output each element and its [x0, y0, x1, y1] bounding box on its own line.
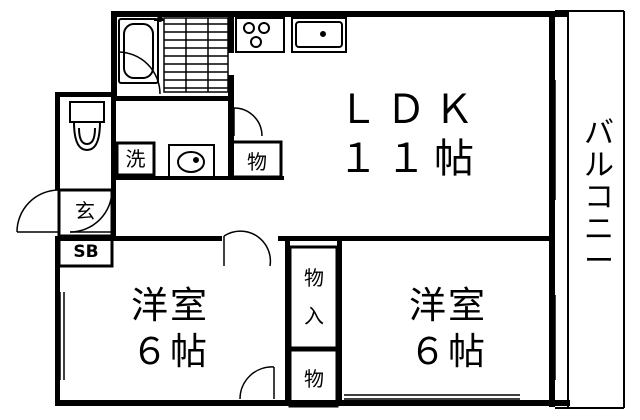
storage-top-label: 物: [247, 150, 267, 174]
ldk-label: ＬＤＫ: [338, 87, 482, 133]
door-swings: [16, 51, 275, 400]
western-room-right-label: 洋室: [409, 284, 487, 327]
ldk-size: １１帖: [338, 136, 482, 182]
shoebox-label: SB: [73, 242, 99, 262]
balcony-label: バ ル コ ニ ー: [584, 116, 614, 280]
western-room-left-size: ６帖: [131, 330, 209, 373]
bathtub: [118, 16, 164, 84]
entrance-label: 玄: [75, 199, 95, 223]
storage-bottom-label: 物: [304, 367, 324, 391]
balcony-rails: [555, 10, 625, 409]
western-room-right-size: ６帖: [409, 330, 487, 373]
kitchen: [235, 17, 347, 53]
window-marks: [59, 80, 556, 400]
western-room-left-label: 洋室: [131, 284, 209, 327]
washroom-label: 洗: [125, 147, 146, 171]
toilet: [69, 101, 105, 152]
small-room-boxes: [57, 140, 339, 408]
closet-top-line1: 物: [304, 266, 324, 290]
washbasin: [168, 144, 215, 178]
stair-lines: [163, 17, 229, 93]
closet-top-line2: 入: [304, 304, 324, 328]
